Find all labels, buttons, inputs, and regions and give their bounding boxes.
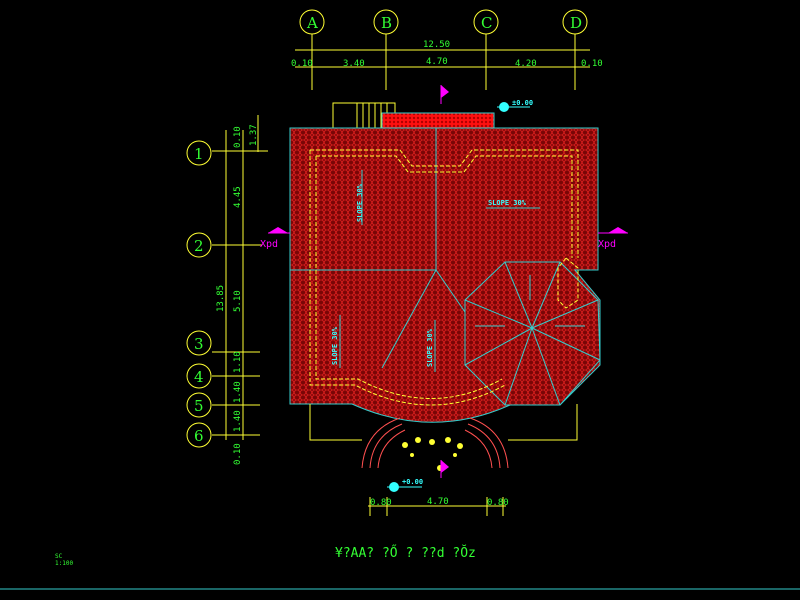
svg-text:+0.00: +0.00 — [402, 478, 423, 486]
dim-bottom-seg: 0.80 — [487, 498, 509, 508]
elevation-marker-bottom: +0.00 — [387, 478, 423, 492]
axis-bubble-B: B — [373, 9, 399, 35]
ridge-lines — [290, 128, 601, 406]
gutter-lines — [309, 149, 579, 406]
dim-bottom-seg: 4.70 — [427, 497, 449, 507]
left-axis-lines — [212, 115, 268, 440]
dim-top-total: 12.50 — [423, 40, 450, 50]
axis-bubble-A: A — [299, 9, 325, 35]
svg-text:3: 3 — [194, 335, 204, 353]
svg-text:6: 6 — [194, 427, 204, 445]
front-planting — [402, 437, 463, 471]
axis-bubble-6: 6 — [186, 422, 212, 448]
dim-left-total: 13.85 — [216, 285, 226, 312]
svg-text:A: A — [306, 14, 318, 32]
dim-left-seg: 1.40 — [233, 381, 243, 403]
axis-bubble-3: 3 — [186, 330, 212, 356]
dim-left-seg: 0.10 — [233, 126, 243, 148]
dim-top-seg: 0.10 — [581, 59, 603, 69]
slope-arrows — [339, 170, 585, 372]
section-marker-right: Xpd — [598, 227, 628, 250]
north-arrow-bottom — [440, 460, 449, 478]
svg-text:SLOPE 30%: SLOPE 30% — [488, 199, 527, 207]
svg-text:4: 4 — [194, 368, 204, 386]
svg-text:2: 2 — [194, 237, 204, 255]
svg-text:5: 5 — [194, 397, 204, 415]
dim-left-seg: 1.10 — [233, 351, 243, 373]
dim-top-seg: 0.10 — [291, 59, 313, 69]
dim-left-seg: 0.10 — [233, 443, 243, 465]
svg-text:SLOPE 30%: SLOPE 30% — [426, 328, 434, 367]
elevation-marker-top: ±0.00 — [497, 99, 533, 112]
dim-left-seg: 1.40 — [233, 410, 243, 432]
axis-bubble-2: 2 — [186, 232, 212, 258]
section-marker-left: Xpd — [260, 227, 290, 250]
front-stairs — [361, 417, 509, 469]
svg-text:D: D — [570, 14, 582, 32]
svg-text:Xpd: Xpd — [260, 239, 278, 250]
axis-bubble-5: 5 — [186, 392, 212, 418]
axis-bubble-C: C — [473, 9, 499, 35]
scale-ratio: 1:100 — [55, 560, 73, 567]
bottom-dim-lines — [368, 497, 506, 516]
axis-bubble-1: 1 — [186, 140, 212, 166]
top-axis-lines — [295, 34, 590, 90]
dim-left-seg: 5.10 — [233, 290, 243, 312]
svg-text:B: B — [381, 14, 392, 32]
svg-text:SLOPE 30%: SLOPE 30% — [331, 326, 339, 365]
svg-text:SLOPE 30%: SLOPE 30% — [356, 183, 364, 222]
dim-top-seg: 3.40 — [343, 59, 365, 69]
svg-text:±0.00: ±0.00 — [512, 99, 533, 107]
svg-text:Xpd: Xpd — [598, 239, 616, 250]
svg-text:1: 1 — [194, 145, 204, 163]
drawing-title: ¥?AA? ?Ő ? ??d ?Ŏz — [335, 545, 476, 561]
slope-labels: SLOPE 30% SLOPE 30% SLOPE 30% SLOPE 30% — [331, 183, 527, 367]
north-arrow-top — [440, 85, 449, 104]
dim-left-extra: 1.37 — [249, 124, 259, 146]
dim-top-seg: 4.20 — [515, 59, 537, 69]
top-canopy-roof — [381, 112, 495, 129]
front-walls — [309, 404, 578, 441]
axis-bubble-4: 4 — [186, 363, 212, 389]
svg-text:C: C — [481, 14, 492, 32]
axis-bubble-D: D — [562, 9, 588, 35]
dim-bottom-seg: 0.80 — [370, 498, 392, 508]
dim-left-seg: 4.45 — [233, 186, 243, 208]
scale-code: SC — [55, 553, 63, 560]
dim-top-seg: 4.70 — [426, 57, 448, 67]
